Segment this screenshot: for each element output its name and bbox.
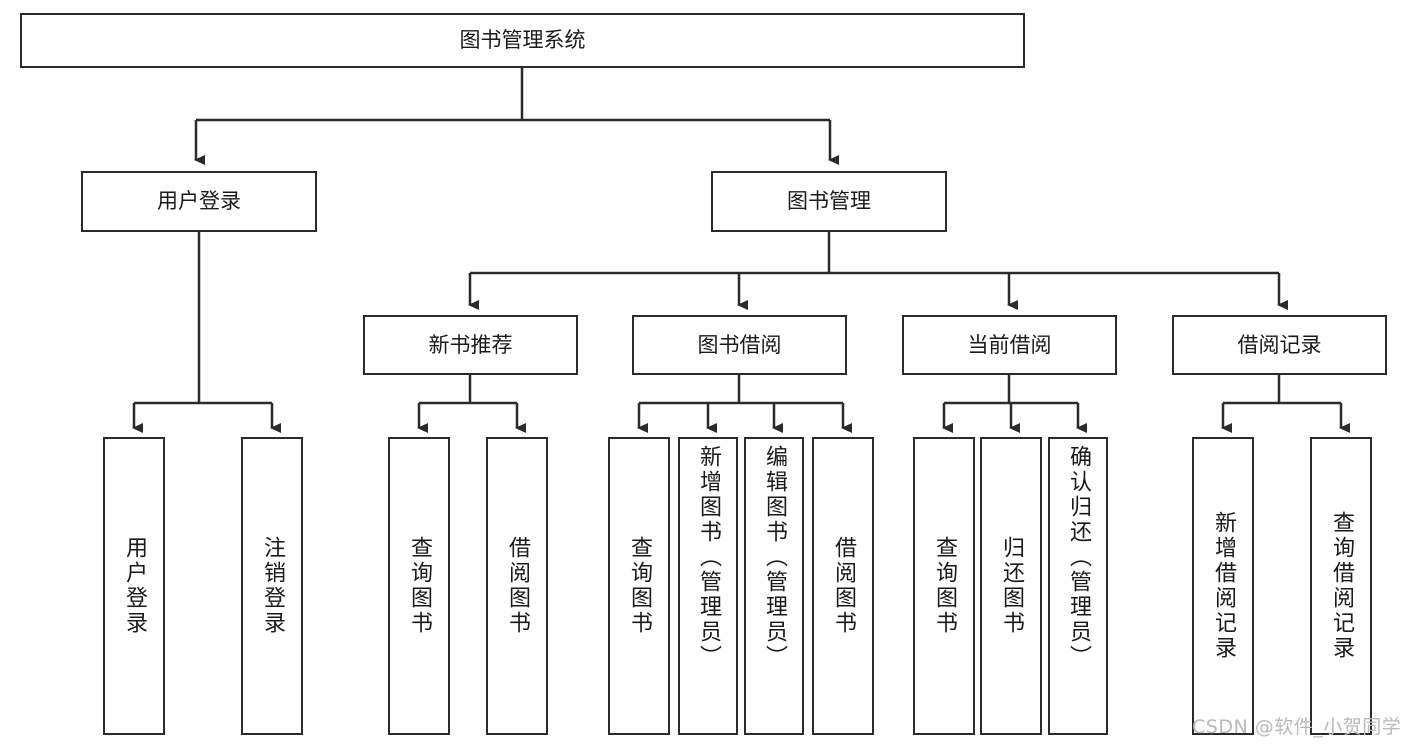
node-book-management[interactable]: 图书管理 xyxy=(711,171,947,232)
leaf-borrow-book[interactable]: 借阅图书 xyxy=(812,437,874,735)
node-root[interactable]: 图书管理系统 xyxy=(20,13,1025,68)
leaf-user-login[interactable]: 用户登录 xyxy=(103,437,165,735)
node-book-borrow[interactable]: 图书借阅 xyxy=(632,315,847,375)
watermark: CSDN @软件_小贺同学 xyxy=(1192,716,1402,738)
leaf-confirm-return-admin[interactable]: 确认归还（管理员） xyxy=(1048,437,1108,735)
leaf-query-borrow-record[interactable]: 查询借阅记录 xyxy=(1310,437,1372,735)
node-borrow-record[interactable]: 借阅记录 xyxy=(1172,315,1387,375)
node-user-login[interactable]: 用户登录 xyxy=(81,171,317,232)
leaf-query-book-recommend[interactable]: 查询图书 xyxy=(388,437,450,735)
leaf-query-book-current[interactable]: 查询图书 xyxy=(913,437,975,735)
leaf-add-borrow-record[interactable]: 新增借阅记录 xyxy=(1192,437,1254,735)
leaf-return-book[interactable]: 归还图书 xyxy=(980,437,1042,735)
leaf-edit-book-admin[interactable]: 编辑图书（管理员） xyxy=(744,437,804,735)
node-current-borrow[interactable]: 当前借阅 xyxy=(902,315,1117,375)
leaf-borrow-book-recommend[interactable]: 借阅图书 xyxy=(486,437,548,735)
leaf-add-book-admin[interactable]: 新增图书（管理员） xyxy=(678,437,738,735)
leaf-query-book-borrow[interactable]: 查询图书 xyxy=(608,437,670,735)
leaf-logout[interactable]: 注销登录 xyxy=(241,437,303,735)
node-new-book-recommend[interactable]: 新书推荐 xyxy=(363,315,578,375)
